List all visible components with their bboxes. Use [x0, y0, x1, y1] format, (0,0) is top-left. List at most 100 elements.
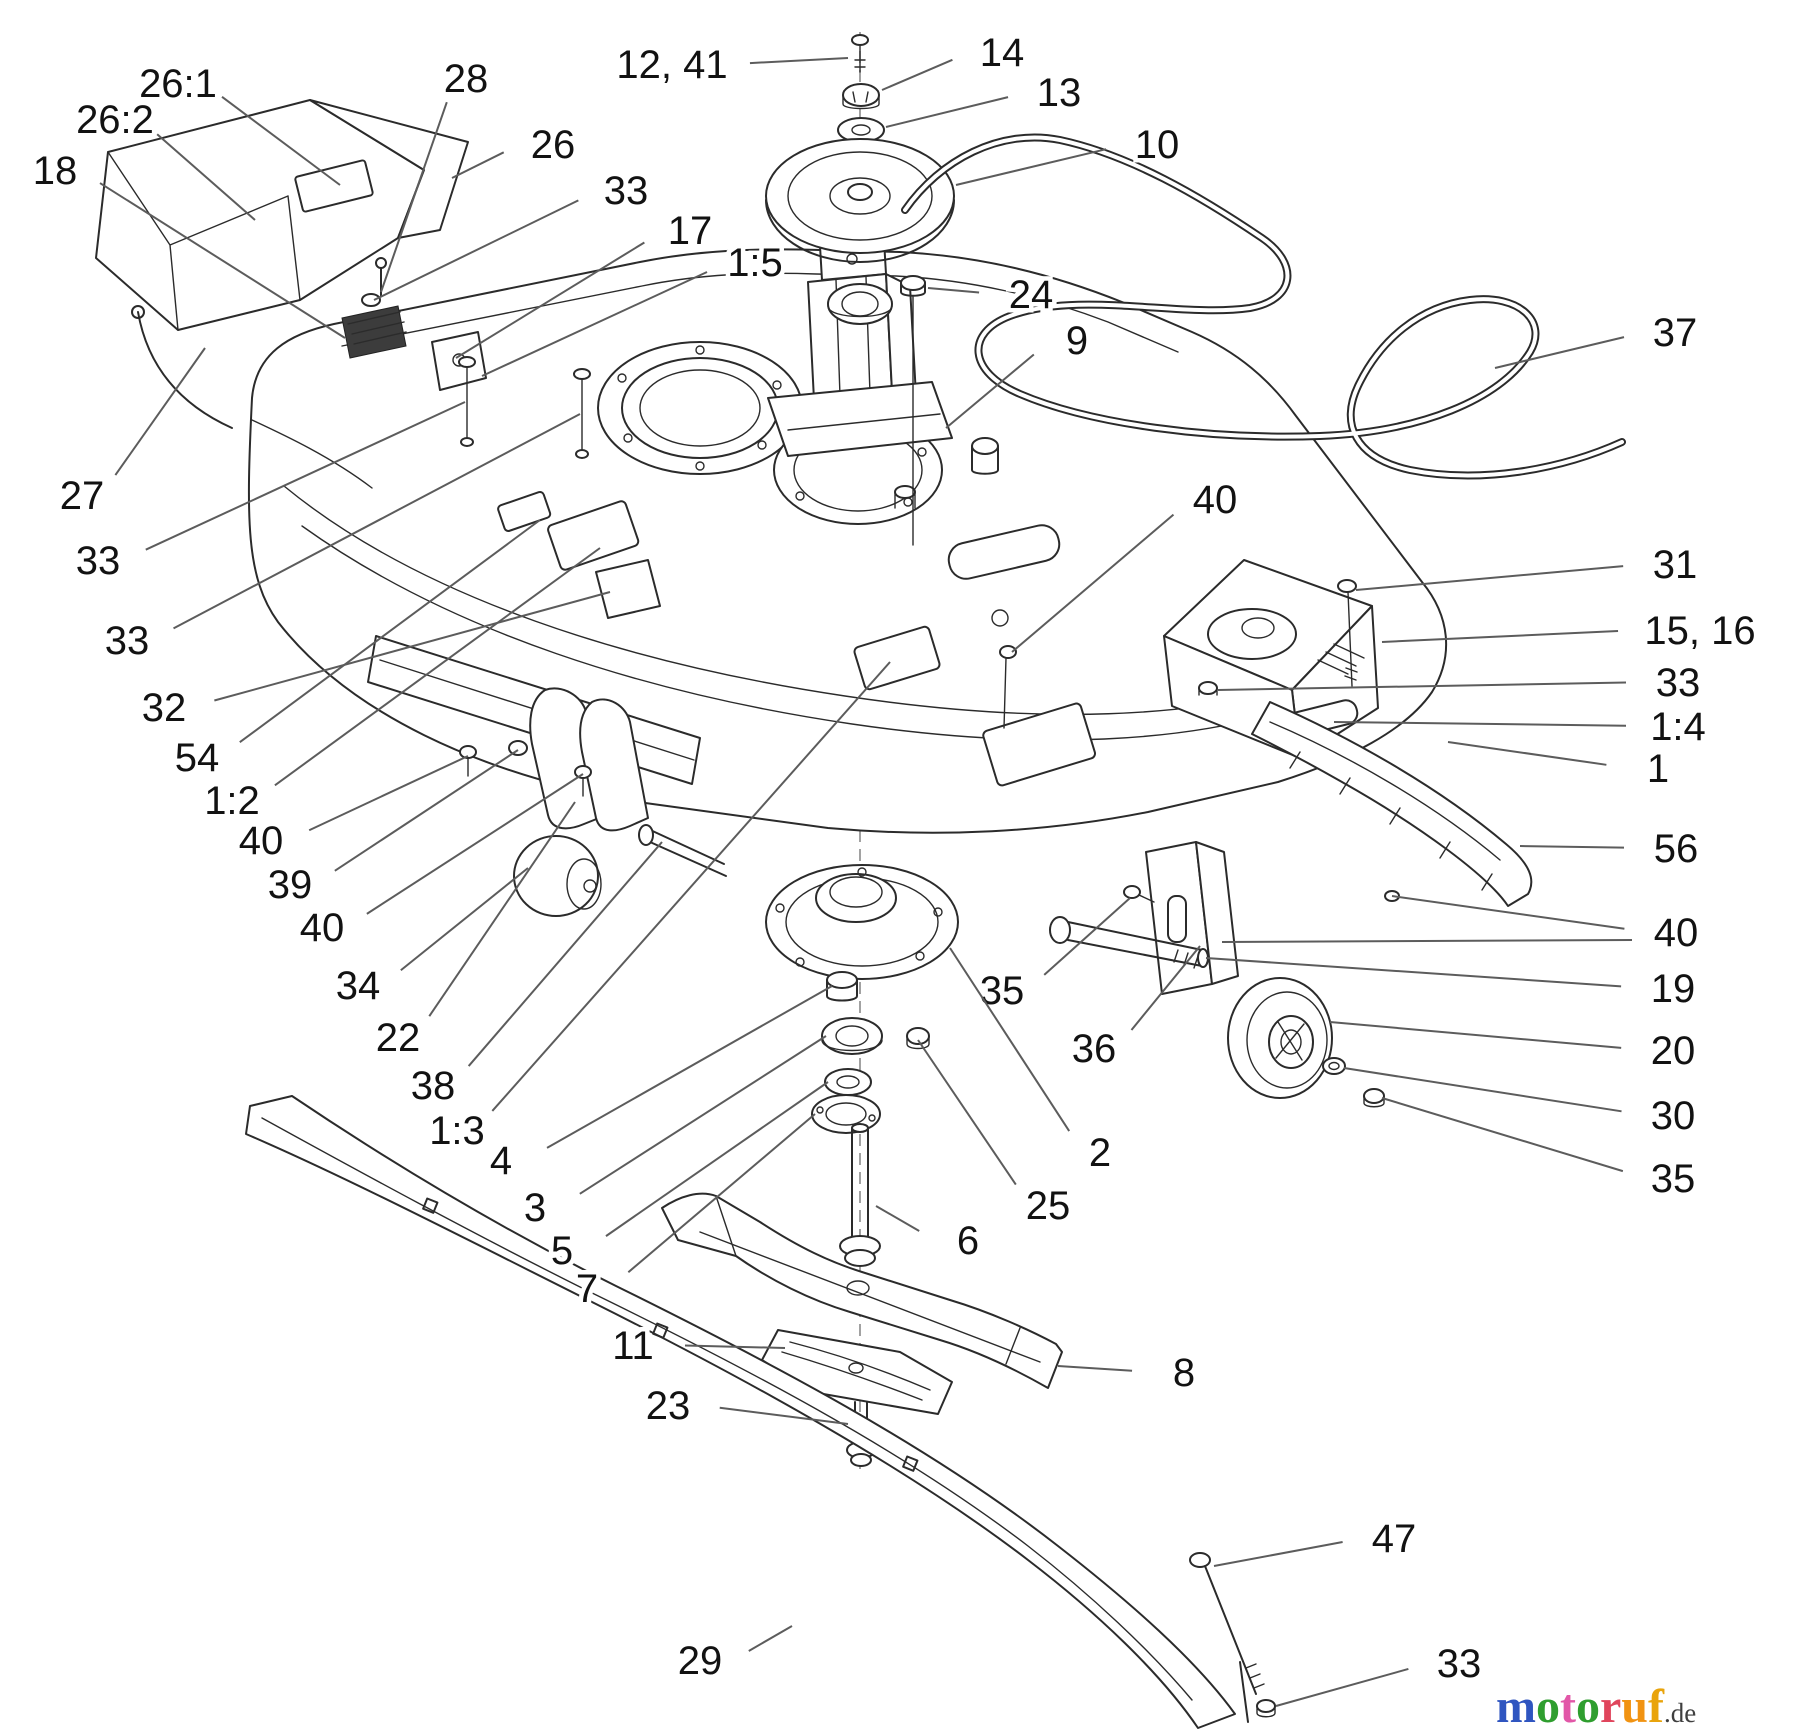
callout-18: 18 [33, 149, 78, 193]
anti-scalp-roller-group [367, 635, 727, 917]
callout-33-l1: 33 [76, 539, 121, 583]
leader-37 [1494, 336, 1625, 369]
callout-33-top: 33 [604, 169, 649, 213]
callout-35-c: 35 [980, 969, 1025, 1013]
bolt-31 [1337, 579, 1357, 593]
leader-26-2 [156, 133, 256, 221]
callout-40-l2: 40 [300, 906, 345, 950]
callout-24: 24 [1009, 273, 1054, 317]
caster-wheel [1227, 977, 1385, 1108]
callout-1-3: 1:3 [429, 1109, 485, 1153]
callout-33-l2: 33 [105, 619, 150, 663]
callout-5: 5 [551, 1229, 573, 1273]
blade-assembly [661, 1192, 1063, 1467]
callout-35-r: 35 [1651, 1157, 1696, 1201]
leader-28 [380, 101, 448, 293]
callout-1-4: 1:4 [1650, 705, 1706, 749]
leader-35-r [1381, 1097, 1624, 1173]
callout-20: 20 [1651, 1029, 1696, 1073]
motoruf-watermark: motoruf.de [1496, 1680, 1696, 1731]
blade-8 [661, 1192, 1063, 1389]
callout-26-1: 26:1 [139, 62, 217, 106]
leader-38 [467, 841, 663, 1067]
callout-13: 13 [1037, 71, 1082, 115]
leader-1-4 [1333, 721, 1627, 727]
leader-22 [428, 801, 576, 1017]
callout-30: 30 [1651, 1094, 1696, 1138]
axle-bolt-19-head [1049, 916, 1071, 944]
leader-33-l2 [173, 413, 581, 630]
callout-40-mid: 40 [1193, 478, 1238, 522]
bolt-24 [900, 275, 926, 546]
latch-spring-block [341, 305, 407, 359]
stone-guard-rail [245, 1095, 1249, 1729]
leader-15-16 [1381, 629, 1619, 643]
leader-4 [546, 985, 833, 1149]
callout-40-l1: 40 [239, 819, 284, 863]
leader-40-l1 [308, 755, 469, 832]
watermark-letter-1: o [1536, 1680, 1560, 1731]
nut-33-bottom [1256, 1699, 1276, 1713]
leader-54 [239, 519, 541, 744]
leader-6 [875, 1205, 920, 1232]
deck-boss [894, 437, 999, 509]
callout-14: 14 [980, 31, 1025, 75]
leader-31 [1355, 565, 1624, 591]
spindle-pulley-stack [765, 34, 955, 325]
leader-47 [1213, 1541, 1343, 1567]
spindle-assembly [765, 864, 959, 1267]
callout-47: 47 [1372, 1517, 1417, 1561]
callout-38: 38 [411, 1064, 456, 1108]
leader-14 [881, 58, 953, 91]
callout-1-2: 1:2 [204, 779, 260, 823]
leader-20 [1329, 1021, 1622, 1049]
callout-23: 23 [646, 1384, 691, 1428]
leader-32 [214, 591, 611, 702]
callout-10: 10 [1135, 123, 1180, 167]
leader-34 [400, 867, 529, 972]
callout-32: 32 [142, 686, 187, 730]
callout-28: 28 [444, 57, 489, 101]
leader-24 [927, 287, 980, 294]
leader-17 [455, 241, 645, 359]
leader-12-41 [749, 57, 849, 65]
clamp-bracket [595, 559, 661, 619]
leader-23 [719, 1406, 849, 1425]
shaft-6 [851, 1127, 869, 1243]
leader-7 [627, 1113, 816, 1273]
leader-33-l1 [145, 401, 466, 551]
leader-1-5 [481, 271, 708, 377]
side-skirt [1214, 701, 1533, 965]
callout-3: 3 [524, 1186, 546, 1230]
callout-19: 19 [1651, 967, 1696, 1011]
callout-26-2: 26:2 [76, 98, 154, 142]
roller-pin-38 [645, 827, 727, 877]
callout-54: 54 [175, 736, 220, 780]
callout-4: 4 [490, 1139, 512, 1183]
leader-2 [949, 947, 1071, 1132]
callout-9: 9 [1066, 319, 1088, 363]
leader-3 [579, 1035, 827, 1195]
callout-33-r: 33 [1656, 661, 1701, 705]
watermark-letter-6: f [1648, 1680, 1665, 1731]
seal-7 [811, 1094, 881, 1134]
bearing-upper [827, 283, 893, 325]
leader-19 [1205, 957, 1622, 988]
leader-39 [334, 749, 519, 872]
callout-56: 56 [1654, 827, 1699, 871]
drive-belt [901, 133, 1626, 480]
callout-27: 27 [60, 474, 105, 518]
callout-40-r: 40 [1654, 911, 1699, 955]
cover-nut-33 [1198, 681, 1218, 695]
leader-35-c [1043, 897, 1131, 976]
leader-25 [917, 1039, 1017, 1186]
bolt-47-group [1189, 1552, 1276, 1718]
callout-31: 31 [1653, 543, 1698, 587]
callout-7: 7 [576, 1267, 598, 1311]
deflector-decal [294, 159, 374, 213]
leader-1-2 [274, 547, 601, 787]
leader-40-l2 [366, 773, 584, 915]
callout-39: 39 [268, 863, 313, 907]
